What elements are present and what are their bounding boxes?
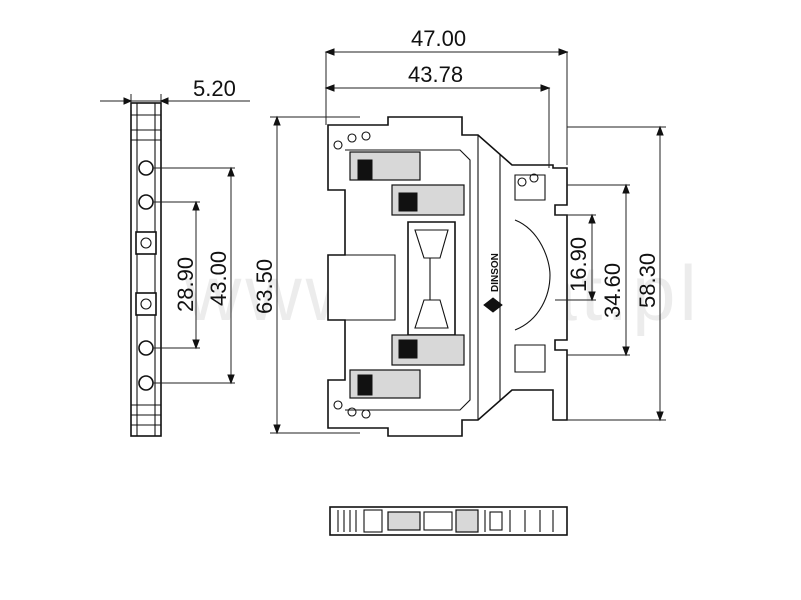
dim-rail-outer-label: 58.30 bbox=[635, 253, 660, 308]
dim-side-width: 5.20 bbox=[100, 76, 250, 110]
brand-label: DINSON bbox=[490, 253, 501, 292]
dim-rail-middle: 34.60 bbox=[567, 183, 630, 357]
dim-rail-middle-label: 34.60 bbox=[600, 263, 625, 318]
side-view bbox=[130, 102, 162, 437]
dim-base-width: 43.78 bbox=[324, 62, 551, 168]
dim-overall-height: 63.50 bbox=[252, 115, 360, 435]
side-hole-4 bbox=[138, 375, 154, 391]
side-hole-3 bbox=[138, 340, 154, 356]
side-hole-1 bbox=[138, 160, 154, 176]
dim-rail-inner-label: 16.90 bbox=[566, 237, 591, 292]
dim-side-width-label: 5.20 bbox=[193, 76, 236, 101]
dim-overall-width: 47.00 bbox=[324, 26, 569, 165]
dim-rail-inner: 16.90 bbox=[555, 213, 596, 302]
dim-side-pitch-inner: 28.90 bbox=[153, 200, 200, 350]
dim-overall-height-label: 63.50 bbox=[252, 259, 277, 314]
dim-side-pitch-outer: 43.00 bbox=[153, 166, 235, 385]
front-view: DINSON bbox=[327, 116, 568, 437]
dim-base-width-label: 43.78 bbox=[408, 62, 463, 87]
dim-side-pitch-inner-label: 28.90 bbox=[173, 257, 198, 312]
dim-rail-outer: 58.30 bbox=[567, 125, 666, 422]
dim-overall-width-label: 47.00 bbox=[411, 26, 466, 51]
bottom-view-body bbox=[329, 506, 568, 536]
side-hole-2 bbox=[138, 194, 154, 210]
bottom-view bbox=[329, 506, 568, 536]
dim-side-pitch-outer-label: 43.00 bbox=[206, 251, 231, 306]
